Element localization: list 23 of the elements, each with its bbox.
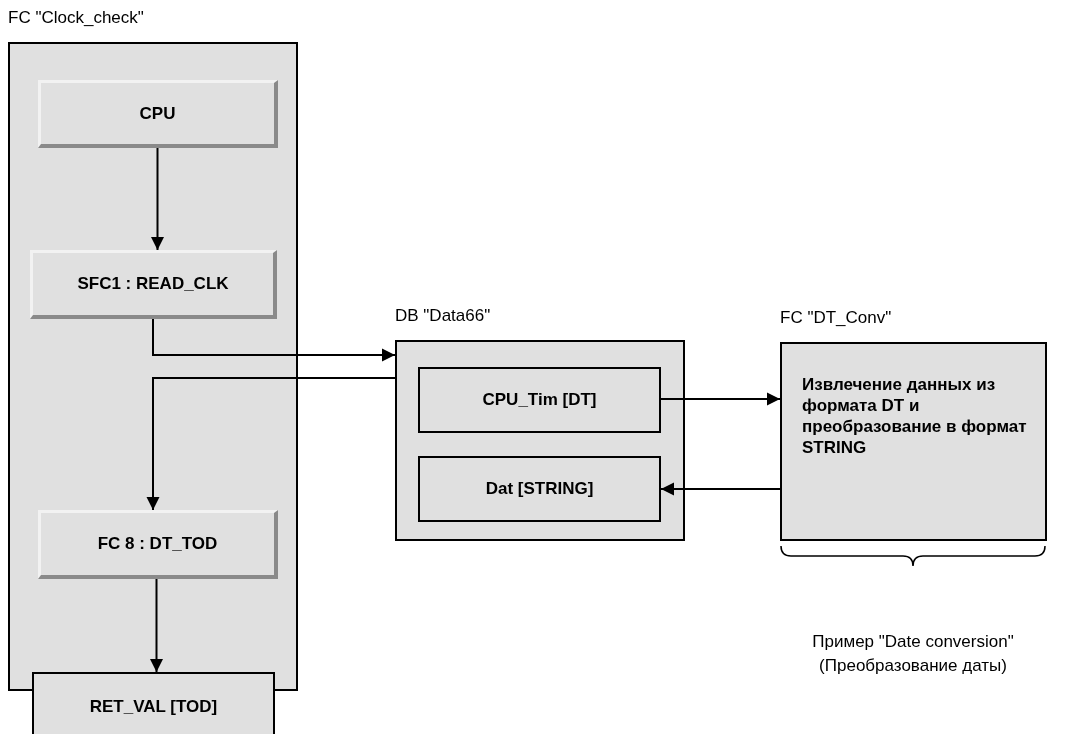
- arrow: [151, 147, 164, 251]
- variable-box: [418, 367, 661, 433]
- box-heading: DB "Data66": [395, 306, 491, 326]
- box-label: CPU_Tim [DT]: [482, 390, 597, 410]
- box-label: SFC1 : READ_CLK: [77, 274, 229, 294]
- arrow: [660, 482, 781, 496]
- function-box: [38, 510, 278, 579]
- arrow: [660, 392, 781, 406]
- variable-box: [32, 672, 275, 734]
- caption-text: Пример "Date conversion" (Преобразование даты): [811, 631, 1015, 677]
- box-label: RET_VAL [TOD]: [89, 697, 218, 717]
- variable-box: [418, 456, 661, 522]
- function-box: [30, 250, 277, 319]
- arrow: [152, 318, 396, 362]
- box-label: Dat [STRING]: [485, 479, 594, 499]
- arrow: [150, 578, 163, 673]
- box-label: CPU: [139, 103, 176, 124]
- arrow: [146, 377, 396, 511]
- box-label: FC 8 : DT_TOD: [97, 534, 218, 554]
- box-heading: FC "Clock_check": [8, 8, 144, 28]
- function-box: [38, 80, 278, 148]
- description-text: Извлечение данных из формата DT и преобразование в формат STRING: [802, 374, 1027, 458]
- box-heading: FC "DT_Conv": [780, 308, 892, 328]
